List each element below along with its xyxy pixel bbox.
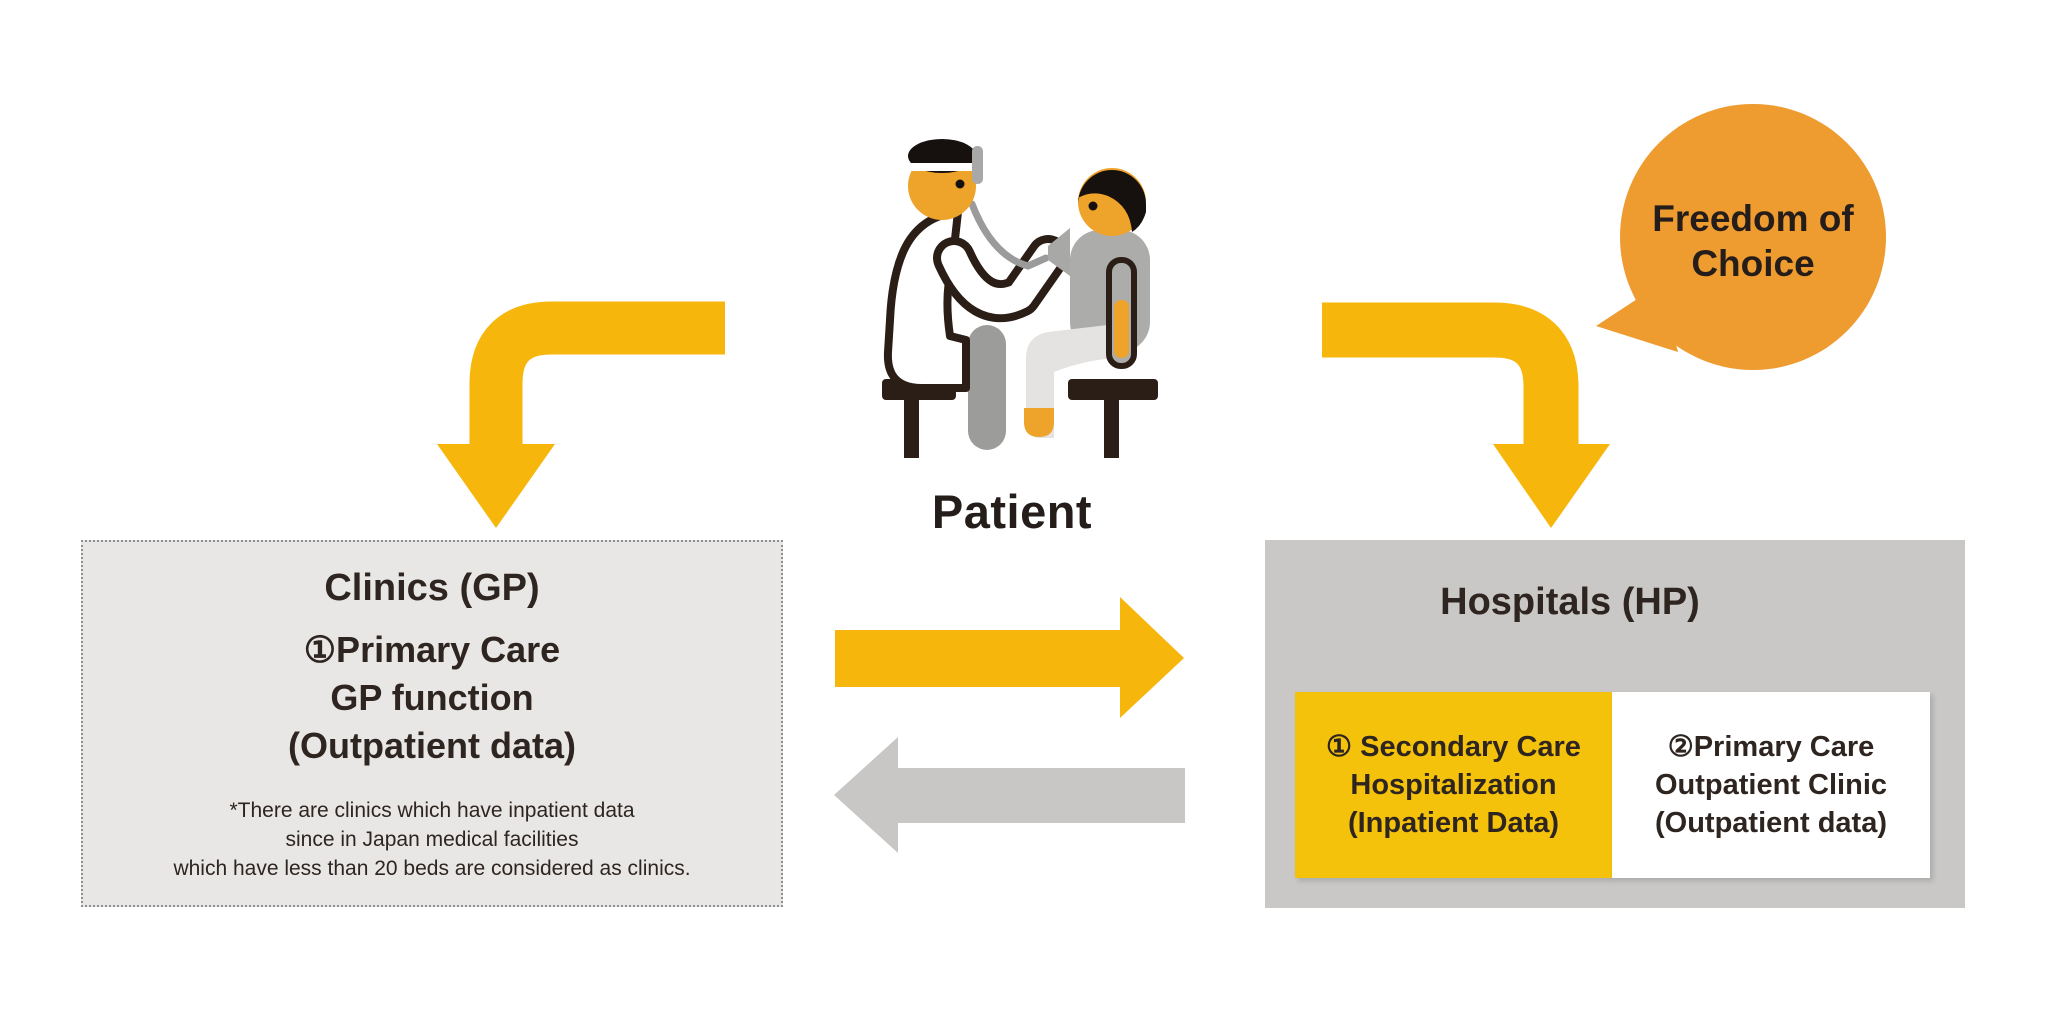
clinics-title: Clinics (GP) xyxy=(324,567,540,609)
arrow-hospitals-to-clinics xyxy=(834,737,1185,853)
arrow-clinics-to-hospitals xyxy=(835,597,1184,718)
clinics-footnote-line2: since in Japan medical facilities xyxy=(285,828,579,851)
secondary-care-line3: (Inpatient Data) xyxy=(1347,807,1560,839)
clinics-footnote-line1: *There are clinics which have inpatient … xyxy=(229,799,635,822)
hospitals-box: Hospitals (HP) ① Secondary Care Hospital… xyxy=(1265,540,1965,908)
primary-care-line1: ②Primary Care xyxy=(1667,731,1875,763)
clinics-footnote: *There are clinics which have inpatient … xyxy=(173,796,690,883)
freedom-of-choice-bubble xyxy=(1596,104,1886,370)
clinics-box: Clinics (GP) ①Primary Care GP function (… xyxy=(81,540,783,907)
clinics-line-outpatient-data: (Outpatient data) xyxy=(288,725,576,766)
freedom-of-choice-line2: Choice xyxy=(1691,243,1815,284)
patient-label: Patient xyxy=(931,485,1093,538)
clinics-description: ①Primary Care GP function (Outpatient da… xyxy=(288,626,576,770)
freedom-of-choice-label: Freedom of Choice xyxy=(1620,196,1886,286)
arrow-down-to-clinics xyxy=(437,301,725,528)
secondary-care-line2: Hospitalization xyxy=(1350,769,1557,801)
hospitals-title: Hospitals (HP) xyxy=(1440,581,1700,623)
primary-care-line3: (Outpatient data) xyxy=(1655,807,1887,839)
clinics-line-gp-function: GP function xyxy=(330,677,534,718)
hospitals-care-types: ① Secondary Care Hospitalization (Inpati… xyxy=(1295,692,1930,878)
doctor-patient-icon xyxy=(882,139,1158,458)
freedom-of-choice-line1: Freedom of xyxy=(1652,198,1854,239)
clinics-line-primary-care: ①Primary Care xyxy=(303,629,561,670)
secondary-care-box: ① Secondary Care Hospitalization (Inpati… xyxy=(1295,692,1612,878)
doctor-figure xyxy=(882,139,1069,458)
primary-care-box: ②Primary Care Outpatient Clinic (Outpati… xyxy=(1612,692,1930,878)
arrow-down-to-hospitals xyxy=(1322,302,1610,528)
primary-care-line2: Outpatient Clinic xyxy=(1655,769,1887,801)
secondary-care-line1: ① Secondary Care xyxy=(1326,731,1581,763)
patient-figure xyxy=(1024,168,1158,458)
clinics-footnote-line3: which have less than 20 beds are conside… xyxy=(173,857,691,880)
